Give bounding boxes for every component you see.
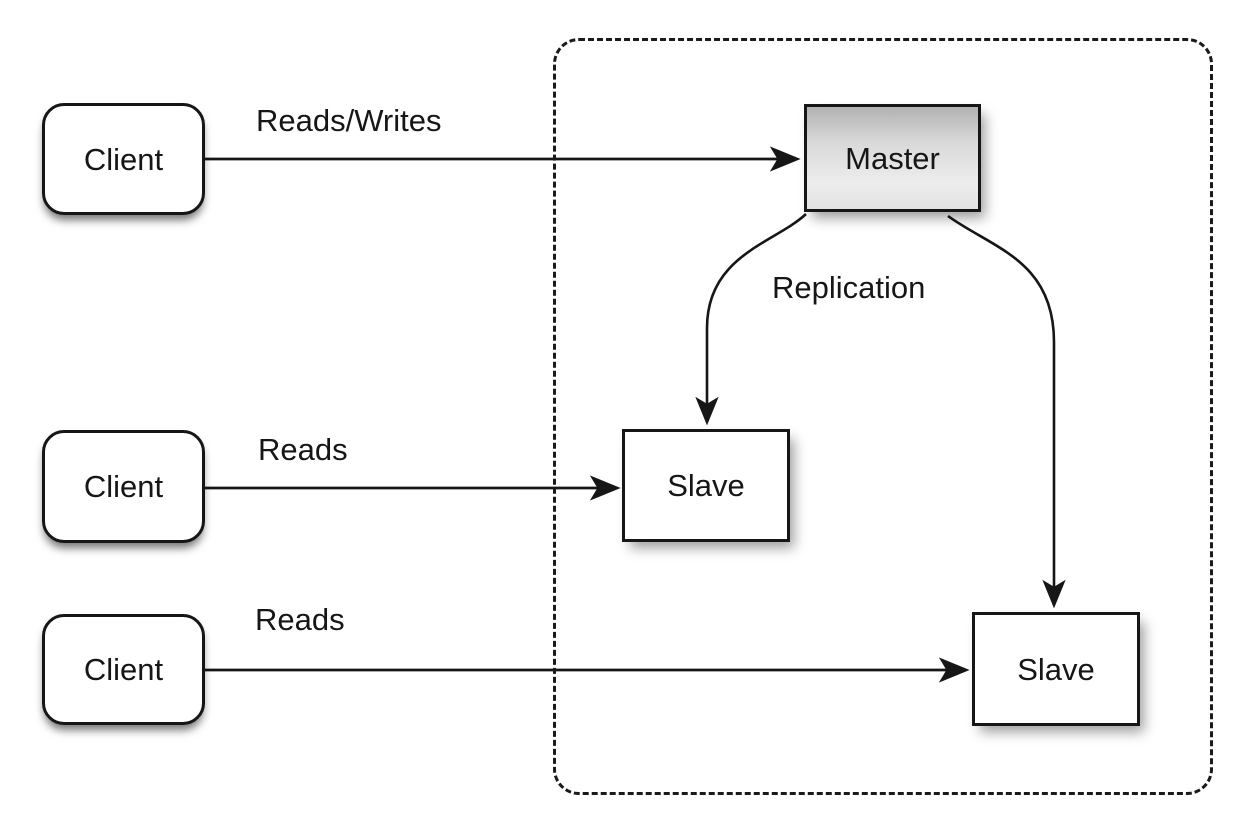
- edge-label-reads-slave1: Reads: [258, 432, 348, 467]
- arrow-replication-right: [947, 214, 1066, 609]
- edge-label-reads-slave2: Reads: [255, 602, 345, 637]
- client-node-2-label: Client: [83, 469, 164, 504]
- client-node-2: Client: [42, 430, 205, 543]
- edge-label-replication: Replication: [772, 270, 926, 305]
- client-node-3-label: Client: [83, 652, 164, 687]
- slave-node-1-label: Slave: [667, 468, 745, 503]
- client-node-1: Client: [42, 103, 205, 215]
- slave-node-2-label: Slave: [1017, 651, 1095, 687]
- master-node-label: Master: [845, 140, 940, 176]
- slave-node-1: Slave: [622, 429, 790, 542]
- client-node-1-label: Client: [83, 141, 164, 177]
- arrow-replication-left: [695, 213, 807, 426]
- edge-label-reads-writes: Reads/Writes: [256, 103, 442, 138]
- cluster-boundary: [553, 38, 1213, 795]
- client-node-3: Client: [42, 614, 205, 725]
- master-node: Master: [804, 104, 981, 212]
- slave-node-2: Slave: [972, 612, 1140, 726]
